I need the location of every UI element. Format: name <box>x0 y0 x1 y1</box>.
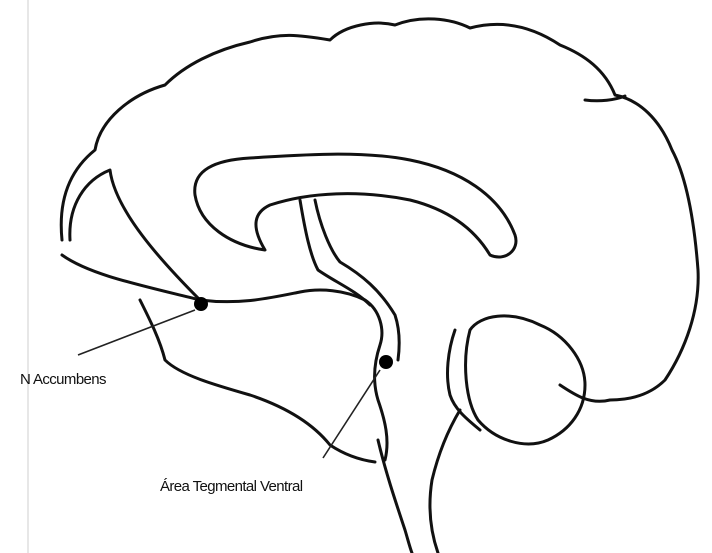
orbital-underside <box>140 300 375 462</box>
occipital-outline <box>585 96 625 101</box>
corpus-callosum <box>195 154 516 257</box>
brainstem-right <box>430 410 460 553</box>
fornix-line-2 <box>315 200 399 360</box>
nucleus-accumbens-marker <box>194 297 208 311</box>
nucleus-accumbens-leader <box>78 310 195 355</box>
vta-leader <box>323 370 380 458</box>
brainstem-left <box>378 440 412 553</box>
cerebellum <box>466 316 585 444</box>
nucleus-accumbens-label: N Accumbens <box>20 371 106 388</box>
vta-label: Área Tegmental Ventral <box>160 478 303 495</box>
vta-marker <box>379 355 393 369</box>
frontal-fold <box>70 170 200 300</box>
basal-outline <box>62 255 387 460</box>
